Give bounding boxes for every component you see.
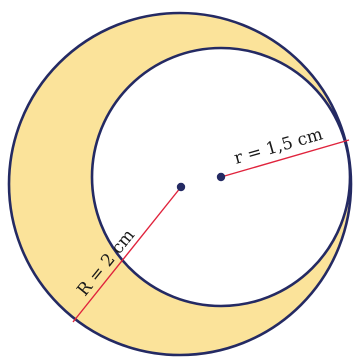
- outer-center-dot: [176, 182, 186, 192]
- inner-center-dot: [216, 172, 226, 182]
- outer-radius-line: [72, 186, 182, 323]
- inner-radius-line: [220, 139, 350, 178]
